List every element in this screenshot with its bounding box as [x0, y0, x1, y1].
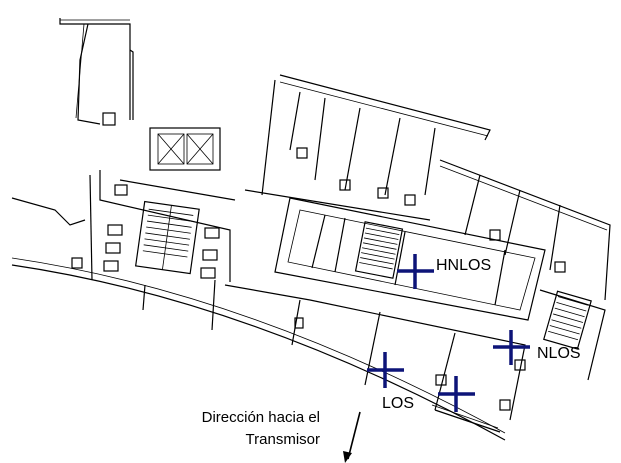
right-stair — [539, 289, 606, 381]
left-stair-core — [11, 170, 236, 282]
los-label: LOS — [382, 395, 415, 412]
lower-rooms — [142, 279, 526, 433]
arrow-down-left-icon — [343, 411, 361, 463]
top-room-row — [244, 74, 491, 221]
direction-caption: Dirección hacia el Transmisor — [202, 407, 320, 451]
right-room-row — [439, 159, 611, 301]
direction-caption-line1: Dirección hacia el — [201, 409, 320, 426]
direction-caption-line2: Transmisor — [245, 430, 320, 448]
marker-los-cross-2 — [438, 376, 475, 412]
central-core — [274, 197, 546, 321]
elevator-block — [149, 127, 221, 171]
nlos-label: NLOS — [537, 345, 581, 362]
marker-nlos-cross — [493, 330, 530, 365]
upper-left-wing — [59, 18, 134, 126]
marker-los-cross-1 — [367, 352, 404, 388]
marker-hnlos-cross — [397, 254, 434, 289]
hnlos-label: HNLOS — [436, 257, 492, 274]
outer-wall-bottom — [11, 264, 506, 441]
outer-wall-bottom-inner — [11, 257, 506, 434]
